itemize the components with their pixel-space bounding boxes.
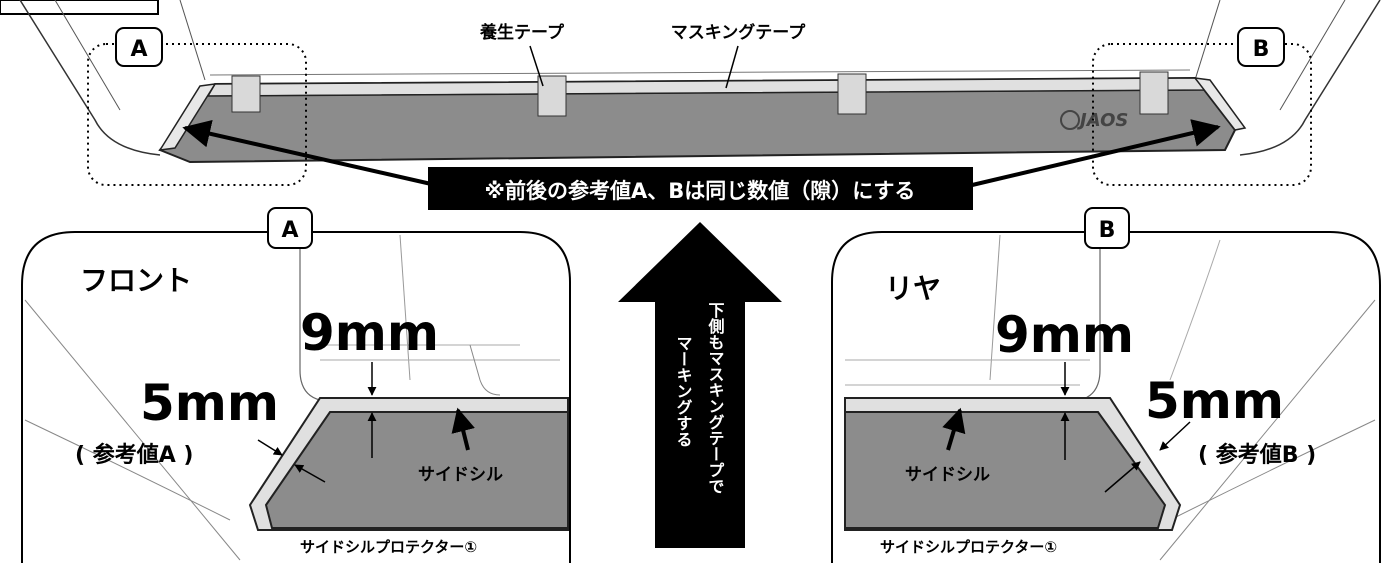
rear-ref-label: ( 参考値B )	[1198, 442, 1316, 468]
arrow-note-line1: 下側もマスキングテープで	[706, 302, 726, 494]
curing-tape	[1139, 71, 1169, 115]
front-dim-9: 9mm	[300, 304, 439, 362]
front-protector-label: サイドシルプロテクター①	[300, 538, 477, 556]
curing-tape	[837, 73, 867, 115]
jaos-logo: JAOS	[1077, 110, 1128, 131]
arrow-note-line2: マーキングする	[674, 335, 693, 447]
badge-rear: B	[1099, 218, 1116, 243]
front-panel: A フロント 9mm 5mm ( 参考値A ) サイドシル サイドシルプロテクタ…	[21, 207, 571, 563]
front-ref-label: ( 参考値A )	[75, 442, 193, 468]
rear-protector-label: サイドシルプロテクター①	[880, 538, 1057, 556]
detail-box-a	[87, 43, 307, 186]
badge-b: B	[1253, 37, 1270, 62]
badge-front: A	[281, 218, 298, 243]
callout-curing-tape: 養生テープ	[479, 22, 565, 43]
rear-dim-9: 9mm	[995, 306, 1134, 364]
curing-tape	[231, 75, 261, 113]
front-side-sill: サイドシル	[418, 465, 503, 485]
badge-a: A	[130, 37, 147, 62]
front-title: フロント	[80, 264, 192, 297]
front-dim-5: 5mm	[140, 374, 279, 432]
arrow-to-a	[182, 119, 441, 188]
arrow-to-b	[967, 119, 1221, 188]
rear-dim-5: 5mm	[1145, 372, 1284, 430]
rear-title: リヤ	[885, 272, 941, 305]
rear-side-sill: サイドシル	[905, 465, 990, 485]
callout-masking-tape: マスキングテープ	[671, 22, 806, 43]
rear-panel: B リヤ 9mm 5mm ( 参考値B ) サイドシル サイドシルプロテクター①	[831, 207, 1381, 563]
corner-box	[0, 0, 159, 15]
top-overview: JAOS A B 養生テープ マスキングテープ ※前後の参考値A、Bは同じ数値（…	[0, 0, 1381, 210]
center-arrow: 下側もマスキングテープで マーキングする	[618, 222, 782, 548]
banner	[428, 167, 973, 210]
banner-text: ※前後の参考値A、Bは同じ数値（隙）にする	[485, 179, 916, 203]
detail-box-b	[1092, 43, 1312, 186]
